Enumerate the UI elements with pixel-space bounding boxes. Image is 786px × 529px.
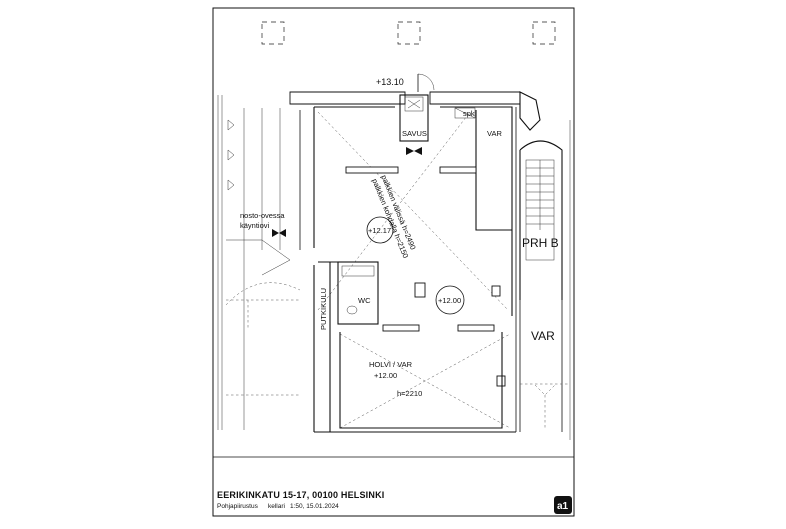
beam xyxy=(345,166,399,174)
beam xyxy=(439,166,477,174)
spk-label: spk xyxy=(463,109,475,118)
spk-box-diagonal xyxy=(454,107,476,119)
wc-label: WC xyxy=(358,296,371,305)
column xyxy=(491,285,501,297)
spk-box xyxy=(454,107,476,119)
beam xyxy=(382,324,420,332)
vault-diagonal xyxy=(317,111,471,311)
roof-window-3 xyxy=(532,21,556,45)
nosto-label-1: nosto-ovessa xyxy=(240,211,285,220)
vault-diagonal xyxy=(339,333,511,429)
wall-segment xyxy=(429,91,521,105)
level-small-label: +12.00 xyxy=(438,296,461,305)
level-main-label: +12.17 xyxy=(368,226,391,235)
column xyxy=(414,282,426,298)
level-marker-main xyxy=(366,216,394,244)
roof-window-1 xyxy=(261,21,285,45)
title-drawing: Pohjapiirustus xyxy=(217,503,259,510)
vault-diagonal xyxy=(317,111,509,311)
putkikulu-label: PUTKIKULU xyxy=(319,288,328,330)
roof-window-2 xyxy=(397,21,421,45)
a1-logo: a1 xyxy=(554,496,572,514)
logo-text: a1 xyxy=(557,501,569,512)
shaft-hatch xyxy=(404,96,424,112)
wc-sink xyxy=(341,265,375,277)
beam-height-notes: palkkien kohdalla h=2150 palkkien väliss… xyxy=(370,174,418,260)
shaft-hatch-cross xyxy=(407,99,421,109)
wall-segment xyxy=(289,91,406,105)
savus-label: SAVUS xyxy=(402,129,427,138)
title-address: EERIKINKATU 15-17, 00100 HELSINKI xyxy=(217,490,384,500)
var-room-wall xyxy=(475,110,512,231)
var-top-label: VAR xyxy=(487,129,502,138)
stair-curve-wall xyxy=(519,140,563,300)
entrance-door-swing xyxy=(417,73,435,91)
sheet-border xyxy=(212,7,575,517)
title-scale: 1:50, 15.01.2024 xyxy=(290,503,339,510)
wc-toilet xyxy=(346,305,358,315)
beam xyxy=(457,324,495,332)
title-floor: kellari xyxy=(268,503,285,510)
nosto-label-2: käyntiovi xyxy=(240,221,270,230)
level-marker-small xyxy=(435,285,465,315)
vault-outline xyxy=(226,299,300,330)
vault-outline xyxy=(534,384,556,430)
smoke-shaft xyxy=(399,94,429,142)
holvi-room-wall xyxy=(339,332,503,429)
var-right-label: VAR xyxy=(531,329,555,343)
holvi-height-label: h=2210 xyxy=(397,389,422,398)
wall-segment xyxy=(440,106,513,316)
holvi-level-label: +12.00 xyxy=(374,371,397,380)
vault-outline xyxy=(225,282,301,306)
prh-b-label: PRH B xyxy=(522,236,559,250)
valve-symbol xyxy=(406,147,422,155)
curved-wall-corner xyxy=(519,91,541,131)
holvi-label: HOLVI / VAR xyxy=(369,360,413,369)
door-marker xyxy=(272,229,286,237)
window-markers xyxy=(227,119,235,191)
wc-room xyxy=(337,261,379,325)
lift-door-outline xyxy=(226,239,291,276)
entrance-level-label: +13.10 xyxy=(376,77,404,87)
column xyxy=(496,375,506,387)
